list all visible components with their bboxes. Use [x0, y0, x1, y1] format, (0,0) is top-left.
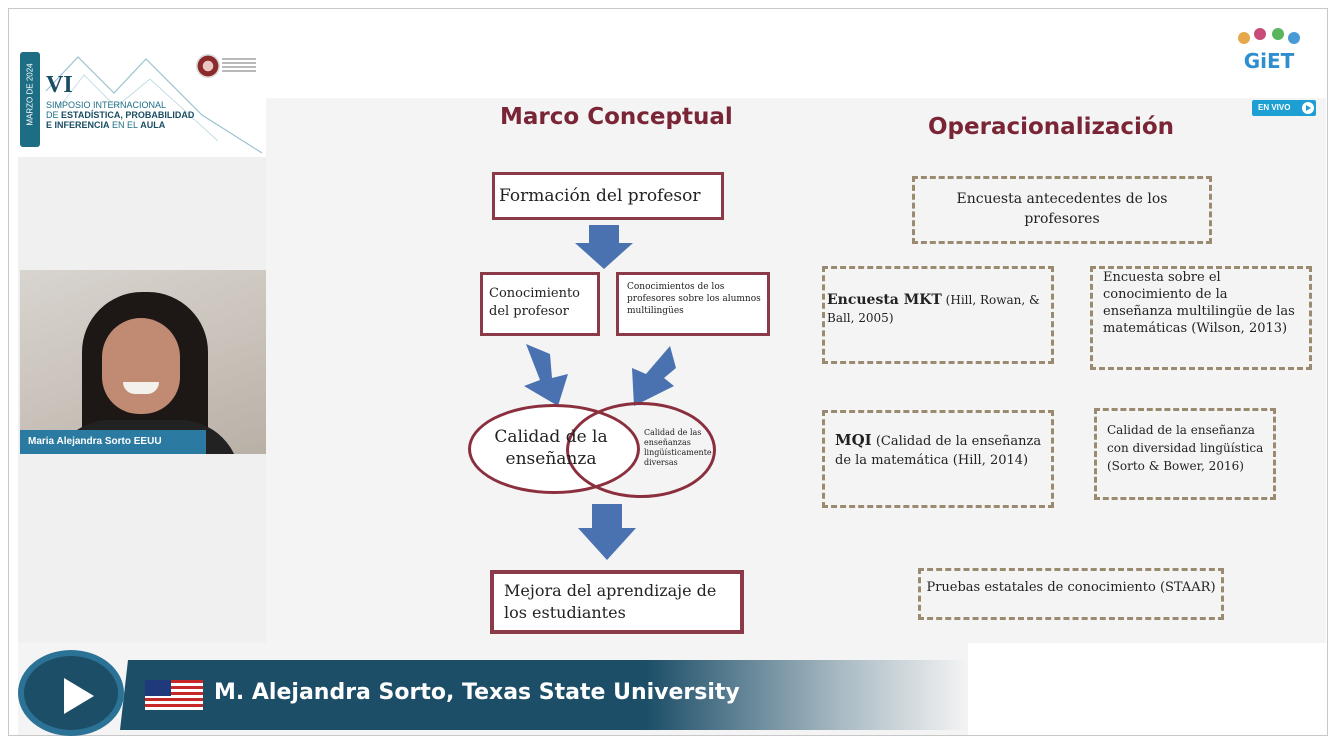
seal-caption	[222, 58, 256, 74]
box-encuesta-multilingue: Encuesta sobre el conocimiento de la ens…	[1090, 266, 1312, 370]
box-encuesta-mkt: Encuesta MKT (Hill, Rowan, & Ball, 2005)	[822, 266, 1054, 364]
live-badge: EN VIVO	[1252, 100, 1316, 116]
left-slide-title: Marco Conceptual	[500, 104, 733, 130]
down-arrow-icon	[575, 225, 633, 269]
box-conocimiento: Conocimiento del profesor	[480, 272, 600, 336]
university-seal-icon	[196, 54, 220, 78]
box-mqi: MQI (Calidad de la enseñanza de la matem…	[822, 410, 1054, 508]
speaker-face	[102, 318, 180, 414]
down-arrow-icon	[524, 344, 568, 406]
event-name-line2: DE ESTADÍSTICA, PROBABILIDAD	[46, 110, 195, 120]
box-mejora: Mejora del aprendizaje de los estudiante…	[490, 570, 744, 634]
box-pruebas: Pruebas estatales de conocimiento (STAAR…	[918, 568, 1224, 620]
us-flag-icon	[145, 680, 203, 710]
calidad-diversas-label: Calidad de las enseñanzas lingüísticamen…	[644, 428, 712, 467]
box-conocimientos-alumnos: Conocimientos de los profesores sobre lo…	[616, 272, 770, 336]
svg-text:GiET: GiET	[1244, 49, 1295, 73]
box-calidad-diversidad: Calidad de la enseñanza con diversidad l…	[1094, 408, 1276, 500]
mountain-lines-icon	[45, 56, 263, 154]
giet-logo-icon: GiET	[1238, 28, 1300, 73]
event-date-strip: MARZO DE 2024	[20, 52, 40, 147]
down-arrow-icon	[578, 504, 636, 560]
box-formacion: Formación del profesor	[492, 172, 724, 220]
speaker-name-tag: Maria Alejandra Sorto EEUU	[20, 430, 206, 454]
calidad-label: Calidad de la enseñanza	[494, 427, 608, 469]
speaker-video	[20, 270, 266, 454]
box-encuesta-antecedentes: Encuesta antecedentes de los profesores	[912, 176, 1212, 244]
event-name-line1: SIMPOSIO INTERNACIONAL	[46, 100, 167, 110]
ellipse-calidad-diversas	[566, 402, 716, 498]
down-arrow-icon	[632, 346, 676, 406]
right-slide-title: Operacionalización	[928, 114, 1175, 140]
play-icon	[1302, 102, 1314, 114]
presentation-slide	[266, 98, 1326, 643]
speaker-banner-text: M. Alejandra Sorto, Texas State Universi…	[214, 680, 740, 705]
speaker-banner	[120, 660, 968, 730]
play-button[interactable]	[18, 650, 124, 736]
edition-number: VI	[46, 72, 73, 98]
event-name-line3: E INFERENCIA EN EL AULA	[46, 120, 166, 130]
speaker-smile	[123, 382, 159, 394]
